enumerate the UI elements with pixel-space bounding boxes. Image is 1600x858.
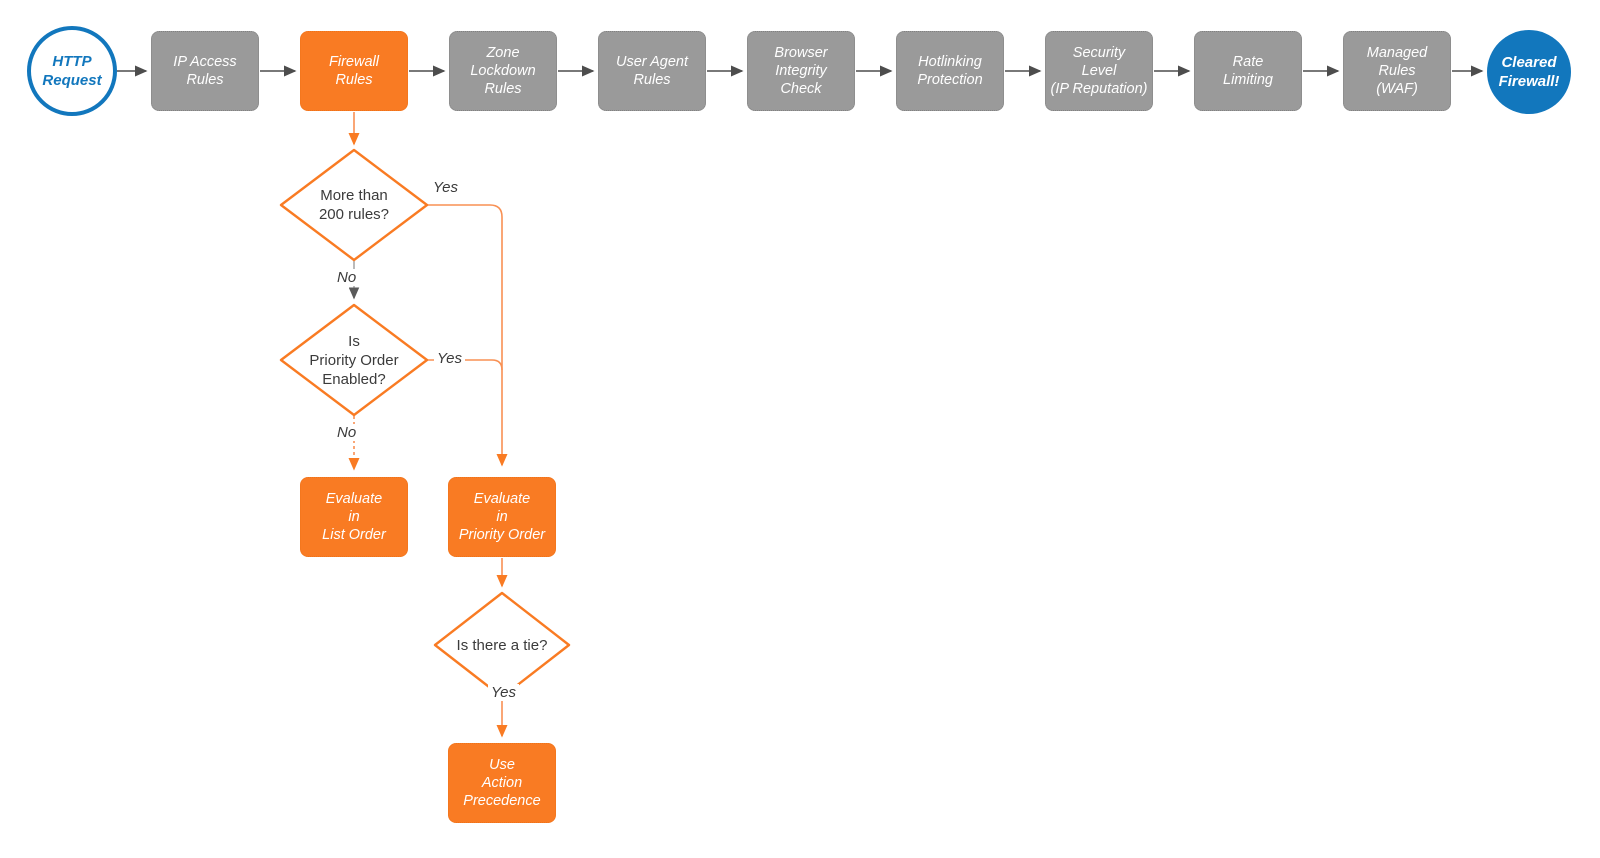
step-user-agent-rules: User Agent Rules	[598, 31, 706, 111]
decision-priority-order-question: Is Priority Order Enabled?	[309, 332, 399, 388]
edge-label-no-priority-order: No	[334, 424, 360, 441]
step-firewall-rules: Firewall Rules	[300, 31, 408, 111]
step-browser-integrity-check: Browser Integrity Check	[747, 31, 855, 111]
end-node-cleared-firewall: Cleared Firewall!	[1487, 30, 1571, 114]
decision-more-than-200-question: More than 200 rules?	[318, 187, 390, 223]
step-rate-limiting: Rate Limiting	[1194, 31, 1302, 111]
end-node-label: Cleared Firewall!	[1498, 54, 1560, 90]
start-node-http-request: HTTP Request	[27, 26, 117, 116]
node-evaluate-in-priority-order: Evaluate in Priority Order	[448, 477, 556, 557]
node-use-action-precedence: Use Action Precedence	[448, 743, 556, 823]
node-evaluate-in-list-order: Evaluate in List Order	[300, 477, 408, 557]
step-zone-lockdown-rules: Zone Lockdown Rules	[449, 31, 557, 111]
edge-label-yes-more-than-200: Yes	[433, 179, 459, 196]
decision-tie-question: Is there a tie?	[456, 636, 548, 654]
step-managed-rules-waf: Managed Rules (WAF)	[1343, 31, 1451, 111]
step-security-level-ip-reputation: Security Level (IP Reputation)	[1045, 31, 1153, 111]
edge-label-yes-priority-order: Yes	[434, 350, 466, 367]
start-node-label: HTTP Request	[42, 53, 102, 89]
step-ip-access-rules: IP Access Rules	[151, 31, 259, 111]
step-hotlinking-protection: Hotlinking Protection	[896, 31, 1004, 111]
decision-diamond-priority-order	[279, 303, 429, 417]
edge-label-yes-tie: Yes	[488, 684, 520, 701]
decision-diamond-more-than-200	[279, 148, 429, 262]
edge-label-no-more-than-200: No	[334, 269, 360, 286]
